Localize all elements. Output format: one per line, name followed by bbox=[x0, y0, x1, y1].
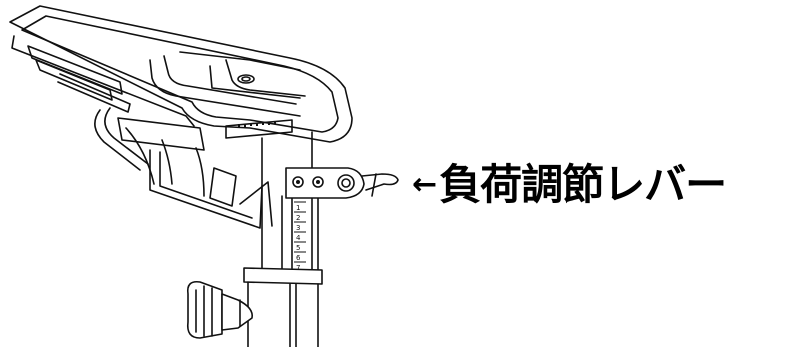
scale-mark-6: 6 bbox=[296, 254, 301, 262]
scale-mark-3: 3 bbox=[296, 224, 300, 232]
adjustment-knob-icon[interactable] bbox=[186, 280, 254, 339]
scale-mark-7: 7 bbox=[296, 264, 300, 272]
seat-post-icon bbox=[243, 131, 323, 347]
scale-mark-2: 2 bbox=[296, 214, 300, 222]
lever-callout: ← 負荷調節レバー bbox=[412, 157, 727, 213]
position-scale: 1 2 3 4 5 6 7 bbox=[294, 201, 306, 272]
scale-mark-4: 4 bbox=[296, 234, 301, 242]
scale-mark-5: 5 bbox=[296, 244, 300, 252]
lever-label: 負荷調節レバー bbox=[439, 160, 727, 209]
resistance-lever-icon[interactable] bbox=[285, 167, 399, 199]
scale-mark-1: 1 bbox=[296, 204, 300, 212]
bracket-icon bbox=[94, 107, 273, 229]
arrow-left-icon: ← bbox=[412, 167, 438, 202]
handlebar-icon bbox=[9, 5, 353, 143]
